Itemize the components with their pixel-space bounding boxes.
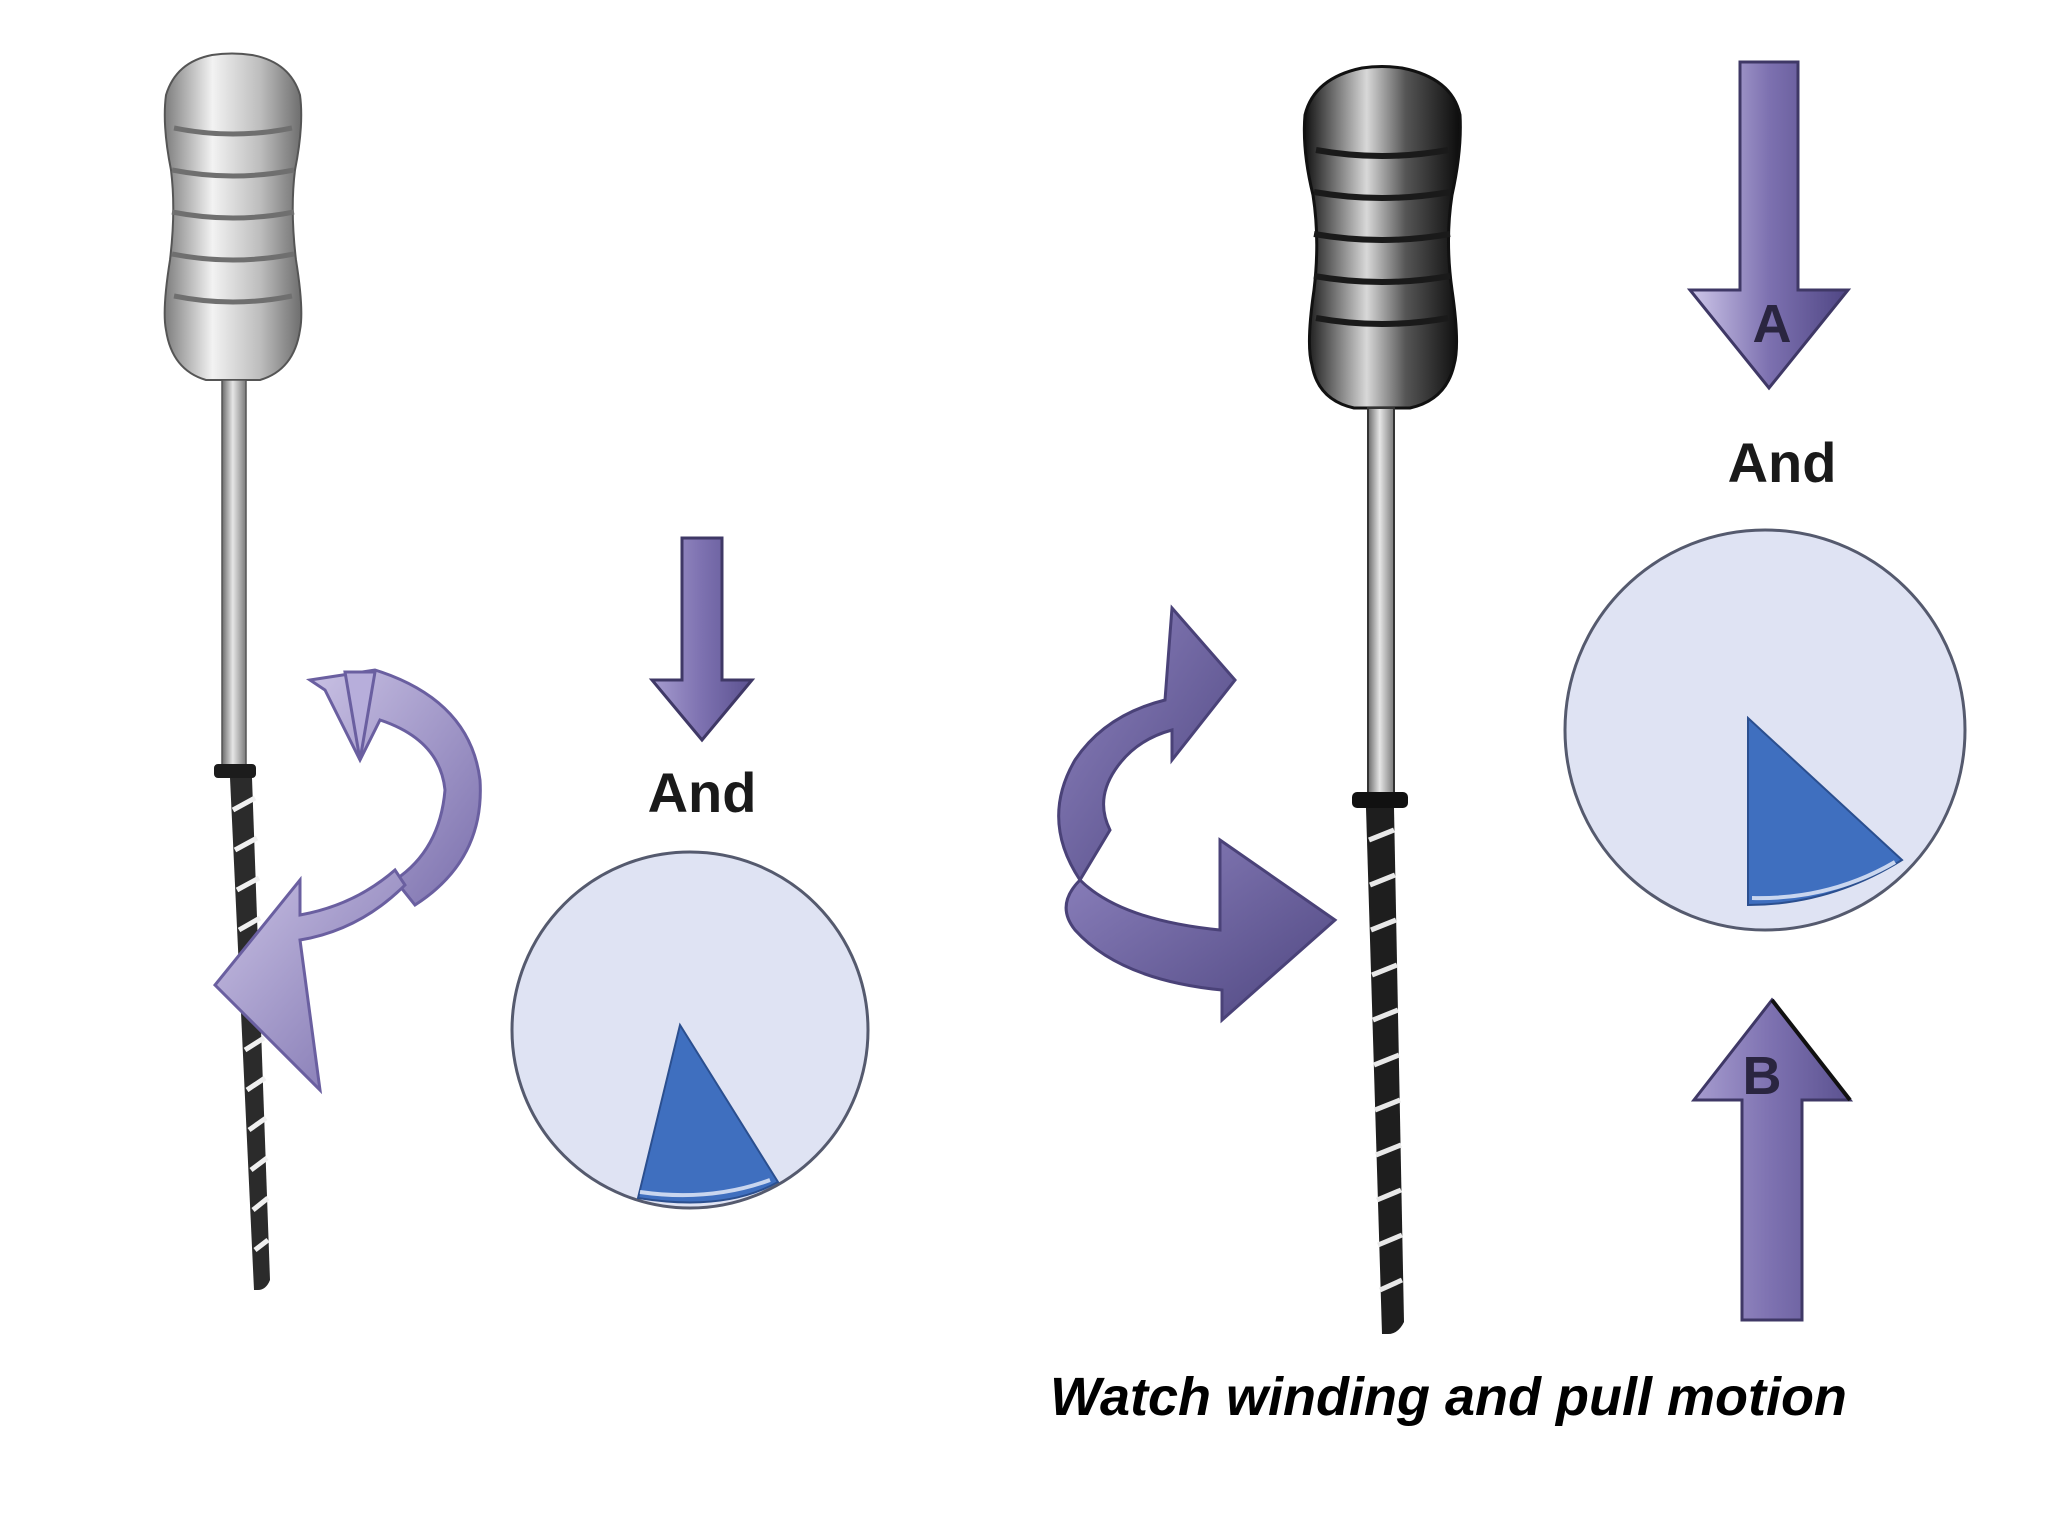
right-arrow-a-icon [1686,60,1852,391]
right-and-label: And [1728,431,1837,494]
left-file-stopper [214,764,256,778]
left-dial-wedge [636,1022,780,1204]
right-arrow-b-icon [1690,997,1854,1322]
right-file-shaft [1367,407,1395,799]
right-file-flutes [1366,808,1404,1334]
left-rotation-arrow-icon [212,668,482,1095]
arrow-a-label: A [1753,294,1792,354]
right-rotation-arrow-icon [1057,604,1338,1024]
left-handle-grooves [171,125,295,305]
right-file-stopper [1352,792,1408,808]
left-down-arrow-icon [648,536,756,743]
right-dial [1563,528,1967,932]
right-handle-grooves [1313,147,1451,327]
diagram-caption: Watch winding and pull motion [1050,1367,1847,1427]
left-file [163,52,303,1290]
arrow-b-label: B [1743,1046,1782,1106]
right-file [1302,65,1462,1334]
left-file-shaft [221,379,247,771]
left-dial [510,850,870,1210]
left-and-label: And [648,761,757,824]
right-flute-spirals [1368,827,1404,1293]
